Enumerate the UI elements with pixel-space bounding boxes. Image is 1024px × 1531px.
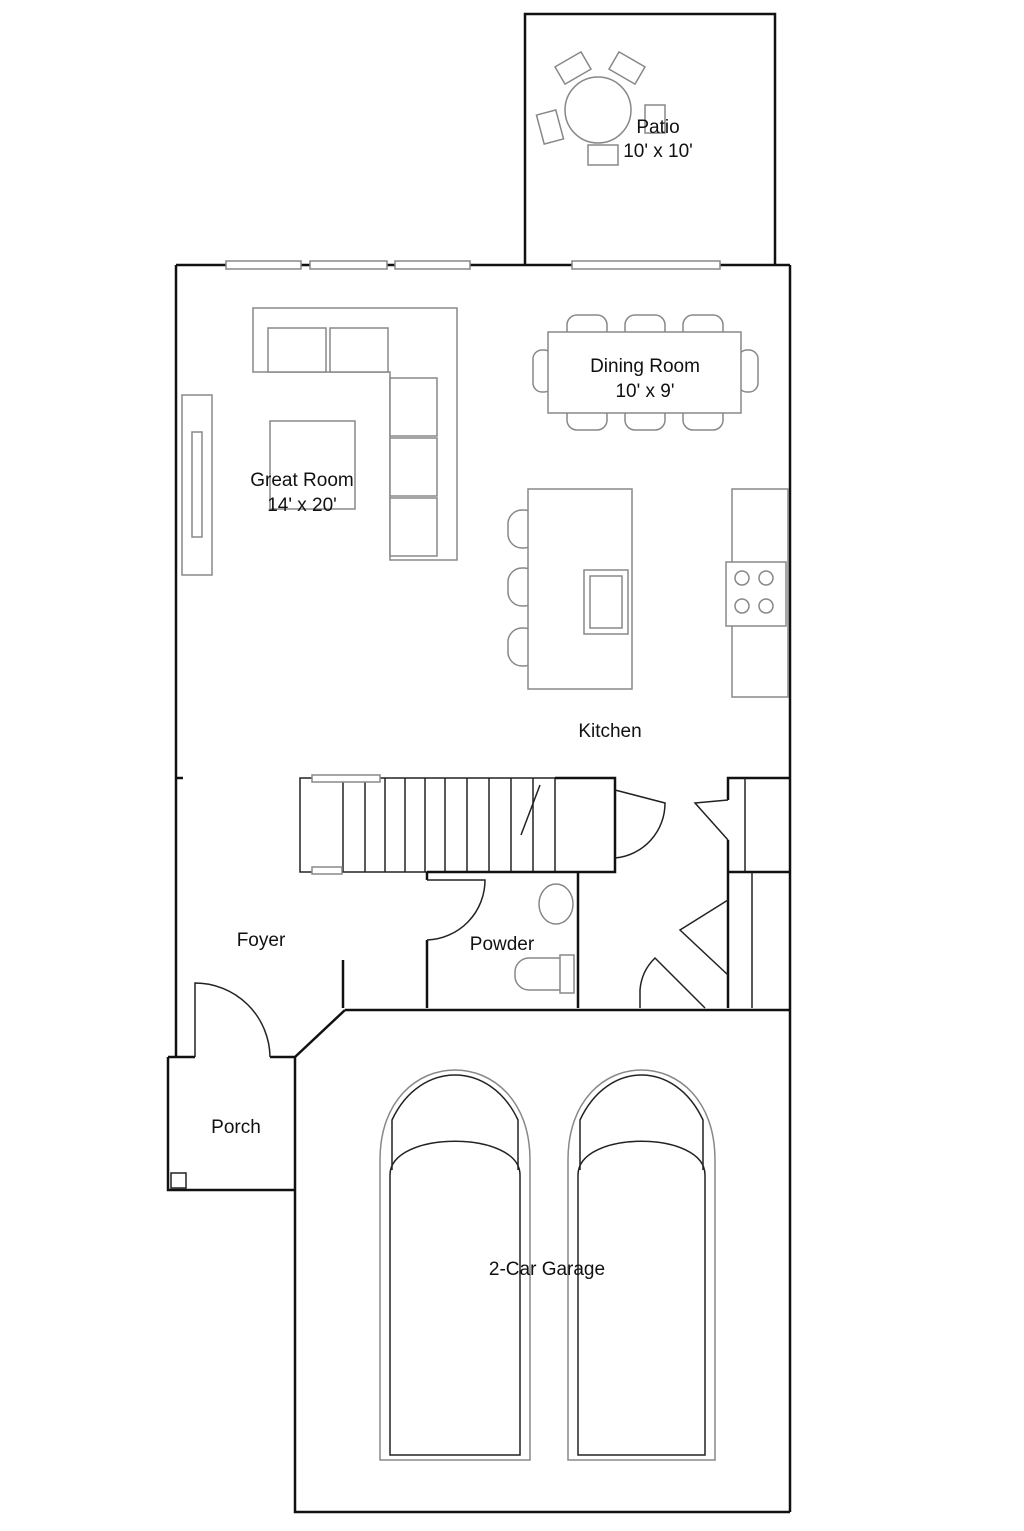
dining-room-label: Dining Room bbox=[590, 356, 700, 377]
kitchen: Kitchen bbox=[507, 488, 789, 742]
dining-room: Dining Room 10' x 9' bbox=[532, 314, 759, 431]
dining-room-size: 10' x 9' bbox=[615, 381, 674, 402]
interior-walls: Powder Foyer Porch bbox=[176, 776, 790, 1138]
patio: Patio 10' x 10' bbox=[523, 12, 777, 265]
foyer-label: Foyer bbox=[237, 930, 286, 951]
patio-label: Patio bbox=[636, 117, 679, 138]
stairs bbox=[299, 774, 556, 875]
kitchen-label: Kitchen bbox=[578, 721, 641, 742]
powder-label: Powder bbox=[470, 934, 535, 955]
garage-label: 2-Car Garage bbox=[489, 1259, 605, 1280]
great-room-size: 14' x 20' bbox=[267, 495, 337, 516]
patio-size: 10' x 10' bbox=[623, 141, 693, 162]
garage: 2-Car Garage bbox=[379, 1069, 716, 1461]
porch-label: Porch bbox=[211, 1117, 261, 1138]
great-room: Great Room 14' x 20' bbox=[181, 307, 458, 576]
great-room-label: Great Room bbox=[250, 470, 353, 491]
exterior-walls bbox=[166, 260, 792, 1514]
